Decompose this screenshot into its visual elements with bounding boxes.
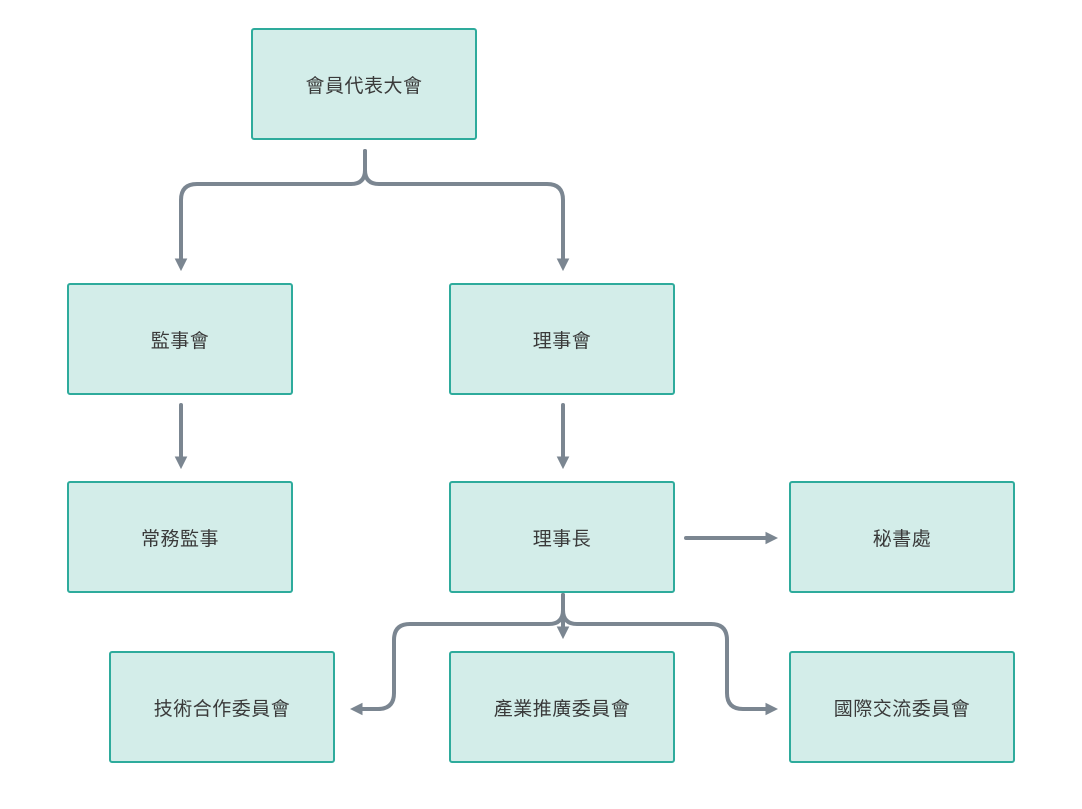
connector-assembly-to-board xyxy=(363,149,570,272)
node-chairman: 理事長 xyxy=(449,481,675,593)
node-label: 理事會 xyxy=(532,329,592,352)
node-secretariat: 秘書處 xyxy=(789,481,1015,593)
node-label: 常務監事 xyxy=(140,527,219,550)
node-international-exchange-committee: 國際交流委員會 xyxy=(789,651,1015,763)
node-supervisors: 監事會 xyxy=(67,283,293,395)
node-label: 國際交流委員會 xyxy=(833,697,971,720)
node-label: 監事會 xyxy=(150,329,210,352)
connector-chairman-to-tech xyxy=(349,593,565,716)
connector-chairman-to-international xyxy=(561,593,779,716)
node-tech-cooperation-committee: 技術合作委員會 xyxy=(109,651,335,763)
node-label: 秘書處 xyxy=(872,527,932,550)
connector-assembly-to-supervisors xyxy=(174,149,367,272)
node-label: 理事長 xyxy=(532,527,592,550)
node-board: 理事會 xyxy=(449,283,675,395)
node-standing-supervisor: 常務監事 xyxy=(67,481,293,593)
node-label: 會員代表大會 xyxy=(305,74,423,97)
node-label: 技術合作委員會 xyxy=(153,697,291,720)
node-industry-promotion-committee: 產業推廣委員會 xyxy=(449,651,675,763)
node-general-assembly: 會員代表大會 xyxy=(251,28,477,140)
node-label: 產業推廣委員會 xyxy=(493,697,631,720)
